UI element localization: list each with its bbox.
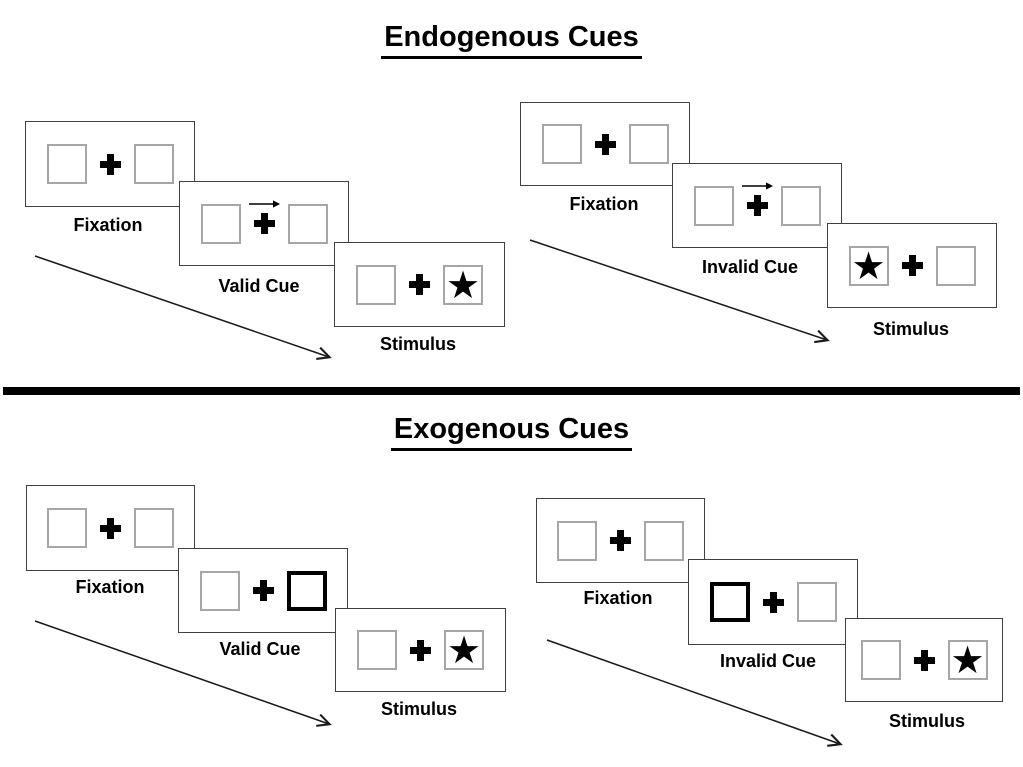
fixation-cross-icon [746, 195, 768, 216]
panel-label-fixation: Fixation [73, 215, 143, 235]
panel-label-fixation: Fixation [569, 194, 639, 214]
exogenous-section-title-row: Exogenous Cues [0, 413, 1023, 451]
right-location-box [133, 144, 174, 184]
right-location-box [935, 245, 976, 286]
right-location-box [134, 508, 174, 548]
panel-label-invalid-cue: Invalid Cue [719, 651, 817, 671]
fixation-cross-wrap [610, 530, 631, 551]
left-location-box [356, 264, 396, 305]
fixation-cross-icon [99, 153, 121, 175]
panel-label-fixation: Fixation [583, 588, 653, 608]
panel-endogenous-invalid-fixation [520, 102, 690, 186]
panel-label-valid-cue: Valid Cue [218, 276, 300, 296]
right-location-box-highlighted [286, 570, 327, 611]
star-stimulus-icon: ★ [445, 262, 481, 307]
left-location-box [357, 630, 397, 670]
right-location-box: ★ [947, 638, 988, 682]
fixation-cross-wrap [410, 639, 431, 661]
left-location-box [557, 520, 597, 561]
panel-endogenous-valid-stimulus: ★ [334, 242, 505, 327]
panel-endogenous-valid-cue [179, 181, 349, 266]
fixation-cross-icon [410, 639, 431, 661]
star-stimulus-icon: ★ [950, 638, 985, 682]
panel-exogenous-invalid-fixation [536, 498, 705, 583]
endogenous-section-title-row: Endogenous Cues [0, 21, 1023, 59]
right-location-box [796, 582, 837, 622]
fixation-cross-icon [594, 133, 616, 155]
star-stimulus-icon: ★ [446, 628, 482, 672]
fixation-cross-wrap [252, 580, 274, 601]
panel-exogenous-invalid-cue [688, 559, 858, 645]
right-location-box [628, 124, 669, 164]
star-stimulus-icon: ★ [851, 243, 886, 288]
left-location-box [46, 144, 87, 184]
fixation-cross-wrap [99, 153, 121, 175]
panel-label-fixation: Fixation [75, 577, 145, 597]
panel-label-stimulus: Stimulus [872, 319, 950, 339]
panel-endogenous-invalid-stimulus: ★ [827, 223, 997, 308]
fixation-cross-icon [901, 255, 923, 276]
fixation-cross-wrap [409, 274, 430, 295]
panel-endogenous-invalid-cue [672, 163, 842, 248]
time-arrow-endogenous-invalid [529, 239, 830, 344]
right-location-box [644, 520, 684, 561]
panel-label-valid-cue: Valid Cue [219, 639, 301, 659]
fixation-cross-wrap [248, 200, 280, 234]
panel-endogenous-valid-fixation [25, 121, 195, 207]
panel-exogenous-valid-fixation [26, 485, 195, 571]
section-divider [3, 387, 1020, 395]
panel-label-stimulus: Stimulus [379, 334, 457, 354]
panel-label-stimulus: Stimulus [888, 711, 966, 731]
fixation-cross-icon [762, 591, 784, 613]
fixation-cross-wrap [901, 255, 923, 276]
fixation-cross-icon [409, 274, 430, 295]
left-location-box: ★ [848, 243, 889, 288]
left-location-box [200, 203, 241, 244]
fixation-cross-wrap [741, 182, 773, 216]
fixation-cross-icon [610, 530, 631, 551]
time-arrow-exogenous-valid [34, 620, 332, 727]
right-location-box: ★ [443, 262, 483, 307]
fixation-cross-icon [100, 517, 121, 539]
fixation-cross-wrap [594, 133, 616, 155]
fixation-cross-wrap [913, 649, 935, 671]
endogenous-cue-arrow-icon [741, 182, 773, 190]
exogenous-title: Exogenous Cues [390, 413, 633, 451]
endogenous-title: Endogenous Cues [381, 21, 642, 59]
fixation-cross-icon [913, 649, 935, 671]
left-location-box [47, 508, 87, 548]
fixation-cross-icon [253, 213, 275, 234]
panel-exogenous-invalid-stimulus: ★ [845, 618, 1003, 702]
left-location-box [693, 185, 734, 226]
panel-label-stimulus: Stimulus [380, 699, 458, 719]
time-arrow-endogenous-valid [34, 255, 332, 361]
panel-label-invalid-cue: Invalid Cue [701, 257, 799, 277]
right-location-box [780, 185, 821, 226]
left-location-box-highlighted [709, 582, 750, 622]
right-location-box: ★ [444, 630, 484, 670]
left-location-box [860, 640, 901, 680]
right-location-box [287, 203, 328, 244]
left-location-box [199, 570, 240, 611]
panel-exogenous-valid-stimulus: ★ [335, 608, 506, 692]
endogenous-cue-arrow-icon [248, 200, 280, 208]
panel-exogenous-valid-cue [178, 548, 348, 633]
fixation-cross-icon [252, 580, 274, 601]
fixation-cross-wrap [762, 591, 784, 613]
fixation-cross-wrap [100, 517, 121, 539]
left-location-box [541, 124, 582, 164]
